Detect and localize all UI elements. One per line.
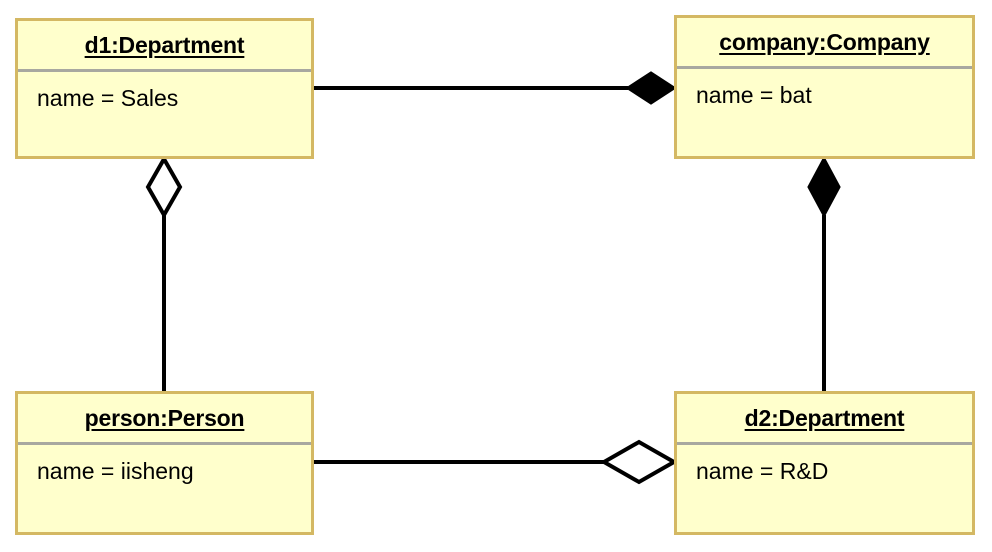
link-d1-to-company[interactable] <box>313 71 677 105</box>
object-slot-d1-name: name = Sales <box>37 85 179 111</box>
filled-diamond-icon-company-left <box>625 71 677 105</box>
object-body-d2: name = R&D <box>677 445 972 532</box>
object-title-company: company:Company <box>719 28 930 55</box>
link-d2-to-company[interactable] <box>807 155 841 391</box>
object-divider-person <box>18 442 311 445</box>
link-person-to-d1[interactable] <box>145 154 183 391</box>
object-header-person: person:Person <box>18 394 311 442</box>
object-divider-d2 <box>677 442 972 445</box>
object-divider-company <box>677 66 972 69</box>
object-node-company[interactable]: company:Company name = bat <box>674 15 975 159</box>
object-body-person: name = iisheng <box>18 445 311 532</box>
hollow-diamond-icon-d1-bottom <box>145 154 183 220</box>
object-title-d2: d2:Department <box>744 404 905 431</box>
object-slot-d2-name: name = R&D <box>696 458 829 484</box>
object-header-d1: d1:Department <box>18 21 311 69</box>
object-header-d2: d2:Department <box>677 394 972 442</box>
object-title-d1: d1:Department <box>84 31 245 58</box>
object-node-person[interactable]: person:Person name = iisheng <box>15 391 314 535</box>
filled-diamond-icon-company-bottom <box>807 155 841 219</box>
object-slot-company-name: name = bat <box>696 82 812 108</box>
object-node-d1[interactable]: d1:Department name = Sales <box>15 18 314 159</box>
object-body-company: name = bat <box>677 69 972 156</box>
object-node-d2[interactable]: d2:Department name = R&D <box>674 391 975 535</box>
link-person-to-d2[interactable] <box>313 439 679 485</box>
object-title-person: person:Person <box>84 404 245 431</box>
object-body-d1: name = Sales <box>18 72 311 156</box>
object-header-company: company:Company <box>677 18 972 66</box>
object-divider-d1 <box>18 69 311 72</box>
object-slot-person-name: name = iisheng <box>37 458 194 484</box>
hollow-diamond-icon-d2-left <box>599 439 679 485</box>
